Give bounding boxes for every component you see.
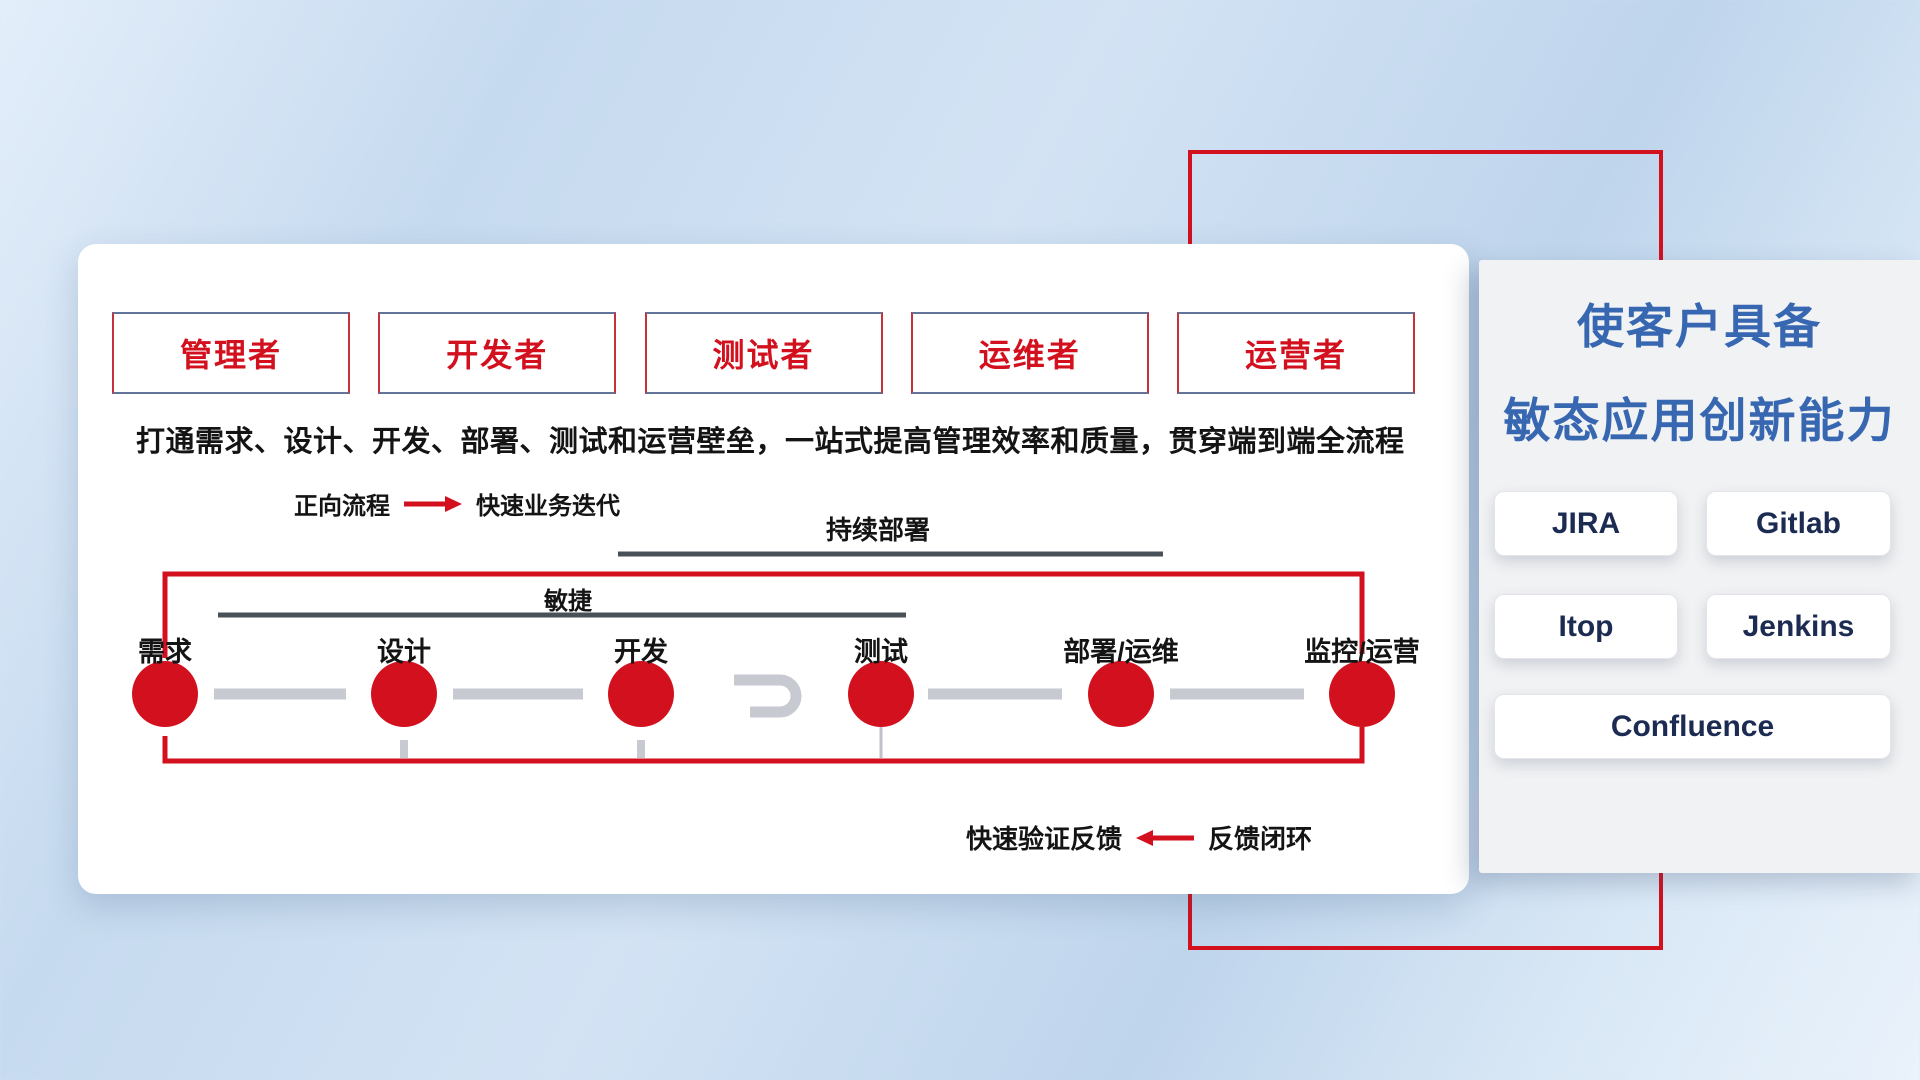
role-row: 管理者 开发者 测试者 运维者 运营者 xyxy=(112,312,1415,394)
flow-diagram-graphics xyxy=(132,551,1395,764)
stage-label-design: 设计 xyxy=(377,637,431,667)
stage-label-development: 开发 xyxy=(614,637,668,667)
tool-chip-jira: JIRA xyxy=(1494,491,1678,556)
tool-chip-gitlab: Gitlab xyxy=(1706,491,1891,556)
legend-forward-label: 正向流程 xyxy=(294,493,390,520)
tool-chip-confluence: Confluence xyxy=(1494,694,1891,759)
stage-node-development xyxy=(608,661,674,727)
iteration-loop-icon xyxy=(734,674,802,718)
legend-forward-desc: 快速业务迭代 xyxy=(476,493,620,520)
stage-node-design xyxy=(371,661,437,727)
red-left-arrow-icon xyxy=(1136,829,1195,846)
stage-node-monitor-operate xyxy=(1329,661,1395,727)
legend-feedback: 快速验证反馈 反馈闭环 xyxy=(966,819,1312,856)
stage-label-deploy-ops: 部署/运维 xyxy=(1063,637,1179,667)
label-continuous-deploy: 持续部署 xyxy=(825,515,931,545)
role-label-ops: 运维者 xyxy=(978,337,1081,373)
role-label-developer: 开发者 xyxy=(446,337,549,373)
legend-forward: 正向流程 快速业务迭代 xyxy=(294,486,620,521)
card-subtitle: 打通需求、设计、开发、部署、测试和运营壁垒，一站式提高管理效率和质量，贯穿端到端… xyxy=(136,426,1405,458)
role-box-ops: 运维者 xyxy=(910,312,1149,394)
stage-node-deploy-ops xyxy=(1088,661,1154,727)
legend-feedback-desc: 反馈闭环 xyxy=(1208,824,1313,854)
capability-panel: 使客户具备 敏态应用创新能力 JIRA Gitlab Itop Jenkins … xyxy=(1479,260,1920,873)
role-label-operator: 运营者 xyxy=(1244,337,1347,373)
role-label-tester: 测试者 xyxy=(712,337,815,373)
role-box-tester: 测试者 xyxy=(644,312,883,394)
legend-feedback-label: 快速验证反馈 xyxy=(966,824,1123,854)
role-box-manager: 管理者 xyxy=(112,312,350,394)
role-label-manager: 管理者 xyxy=(179,337,282,373)
red-right-arrow-icon xyxy=(404,495,462,512)
stage-label-monitor-operate: 监控/运营 xyxy=(1304,637,1420,667)
label-agile: 敏捷 xyxy=(544,588,592,615)
role-box-developer: 开发者 xyxy=(378,312,617,394)
stage-node-testing xyxy=(848,661,914,727)
panel-title-line2: 敏态应用创新能力 xyxy=(1503,394,1896,447)
panel-title-line1: 使客户具备 xyxy=(1577,300,1822,353)
role-box-operator: 运营者 xyxy=(1177,312,1415,394)
stage-label-requirements: 需求 xyxy=(138,637,192,667)
tool-chip-jenkins: Jenkins xyxy=(1706,594,1891,659)
panel-title: 使客户具备 敏态应用创新能力 xyxy=(1479,280,1920,468)
tool-chip-itop: Itop xyxy=(1494,594,1678,659)
stage-node-requirements xyxy=(132,661,198,727)
feedback-loop-line xyxy=(162,727,1365,764)
forward-loop-line xyxy=(162,571,1365,658)
devops-process-card: 管理者 开发者 测试者 运维者 运营者 打通需求、设计、开发、部署、测试和运营壁… xyxy=(78,244,1469,894)
stage-label-testing: 测试 xyxy=(854,637,908,667)
